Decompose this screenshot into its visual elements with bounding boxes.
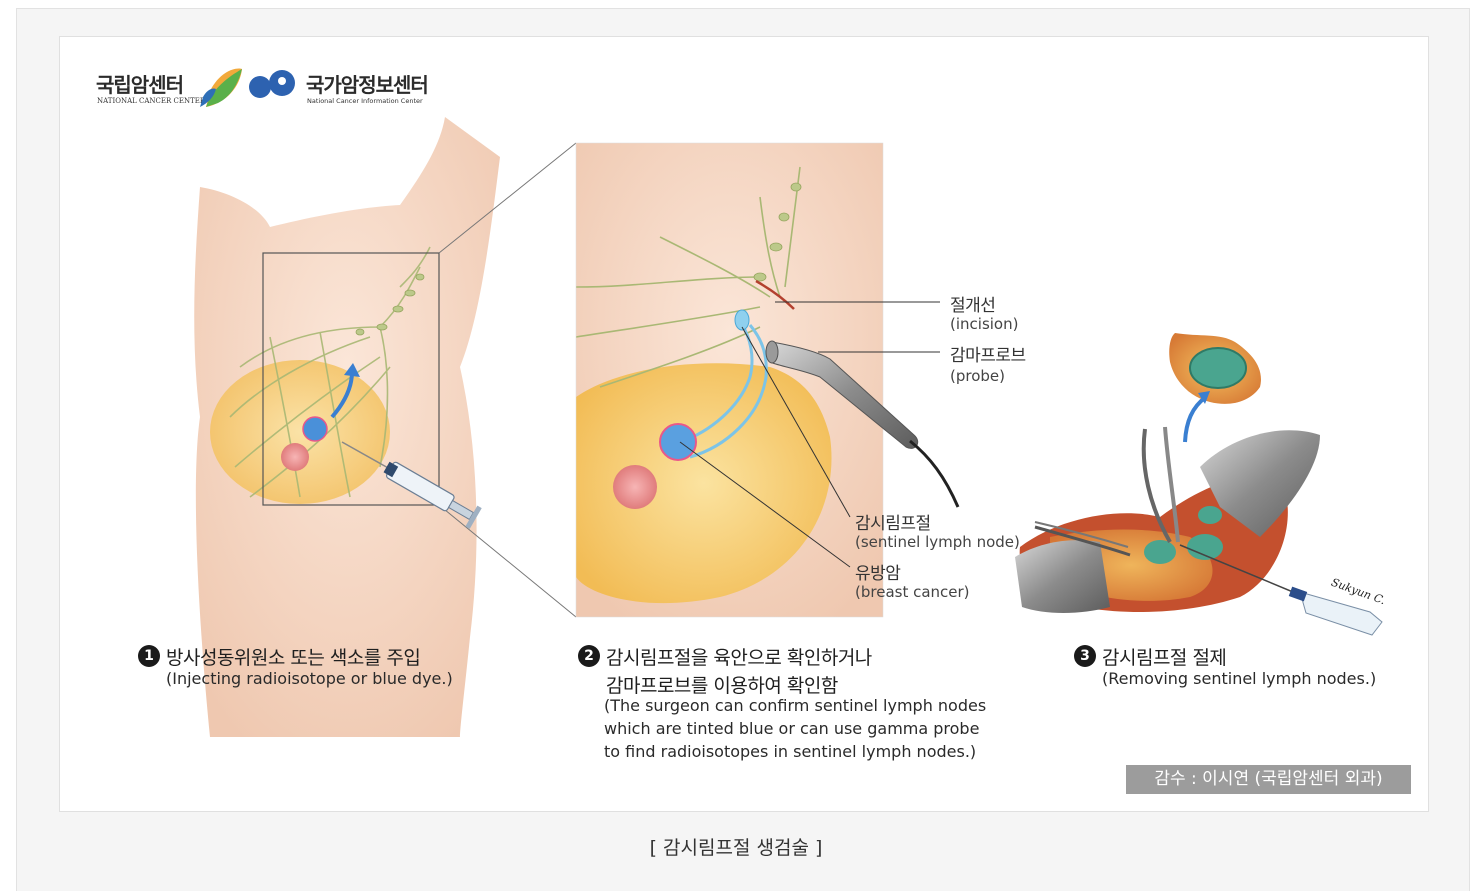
step-3-desc-en: (Removing sentinel lymph nodes.) bbox=[1102, 669, 1377, 688]
step-2-desc-en-line2: which are tinted blue or can use gamma p… bbox=[604, 719, 980, 738]
breast-cancer-label-en: (breast cancer) bbox=[855, 583, 970, 601]
illustration-panel: 국립암센터 NATIONAL CANCER CENTER 국가암정보센터 Nat… bbox=[59, 36, 1429, 812]
probe-label-kr: 감마프로브 bbox=[950, 346, 1026, 366]
step-3-title-kr: 감시림프절 절제 bbox=[1102, 647, 1227, 669]
incision-label-kr: 절개선 bbox=[950, 296, 996, 316]
illustration-svg bbox=[194, 68, 1383, 737]
ncc-logo-text: 국립암센터 bbox=[96, 73, 184, 97]
review-credit-badge: 감수 : 이시연 (국립암센터 외과) bbox=[1126, 765, 1411, 794]
sentinel-node-label-en: (sentinel lymph node) bbox=[855, 533, 1020, 551]
probe-label-en: (probe) bbox=[950, 367, 1005, 385]
ncic-logo-subtext: National Cancer Information Center bbox=[307, 97, 423, 105]
step-1-title-kr: 방사성동위원소 또는 색소를 주입 bbox=[166, 647, 421, 669]
sentinel-node-label-kr: 감시림프절 bbox=[855, 514, 931, 534]
step-2-desc-en-line1: (The surgeon can confirm sentinel lymph … bbox=[604, 696, 987, 715]
torso-illustration bbox=[194, 117, 577, 737]
ncic-logo-icon bbox=[249, 70, 295, 108]
step-3-number: 3 bbox=[1074, 645, 1096, 667]
step-1-desc-en: (Injecting radioisotope or blue dye.) bbox=[166, 669, 453, 688]
gamma-probe-illustration bbox=[765, 340, 960, 508]
ncc-logo-icon bbox=[200, 68, 242, 107]
step-2-desc-en-line3: to find radioisotopes in sentinel lymph … bbox=[604, 742, 977, 761]
label-leaders bbox=[679, 301, 940, 568]
excision-illustration bbox=[1015, 333, 1383, 636]
ncic-logo-text: 국가암정보센터 bbox=[306, 73, 429, 97]
figure-caption: [ 감시림프절 생검술 ] bbox=[649, 837, 823, 859]
step-2-title-kr-line1: 감시림프절을 육안으로 확인하거나 bbox=[606, 647, 872, 669]
incision-label-en: (incision) bbox=[950, 315, 1019, 333]
ncc-logo-subtext: NATIONAL CANCER CENTER bbox=[97, 97, 206, 105]
step-1-number: 1 bbox=[138, 645, 160, 667]
step-2-title-kr-line2: 감마프로브를 이용하여 확인함 bbox=[606, 675, 838, 697]
syringe-illustration bbox=[341, 441, 482, 529]
breast-cancer-label-kr: 유방암 bbox=[855, 564, 901, 584]
step-2-number: 2 bbox=[578, 645, 600, 667]
